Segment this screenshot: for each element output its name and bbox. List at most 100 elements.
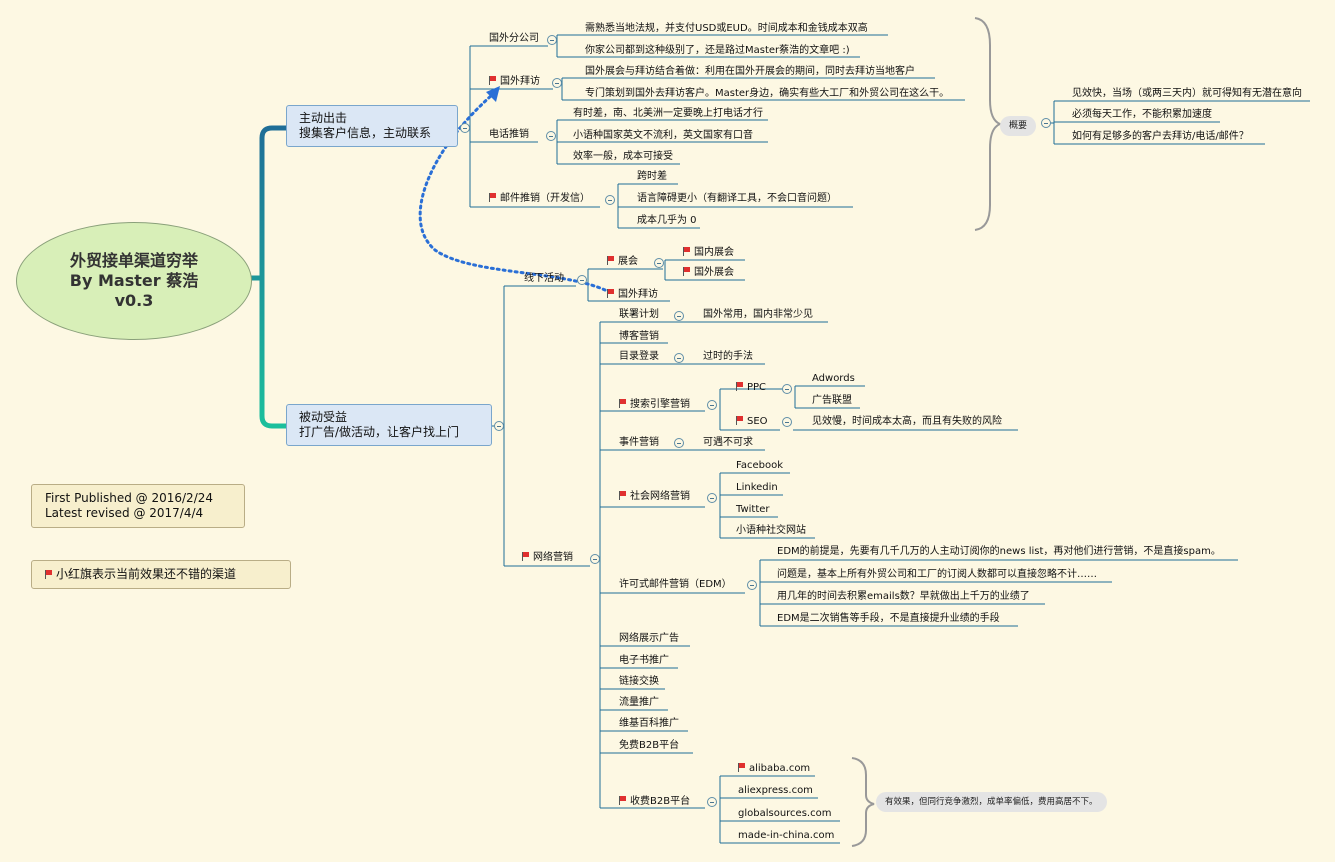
affiliate-note-line [690,321,828,451]
node-overseas-branch-note-2[interactable]: 你家公司都到这种级别了，还是路过Master蔡浩的文章吧 :) [585,45,850,56]
node-visit-note-2[interactable]: 专门策划到国外去拜访客户。Master身边，确实有些大工厂和外贸公司在这么干。 [585,88,950,99]
collapse-summary[interactable] [1041,118,1051,128]
red-flag-icon [683,247,690,256]
node-event[interactable]: 事件营销 [619,437,659,448]
node-mail-note-1[interactable]: 跨时差 [637,171,667,182]
node-sem[interactable]: 搜索引擎营销 [619,399,690,411]
node-affiliate[interactable]: 联署计划 [619,309,659,320]
node-directory[interactable]: 目录登录 [619,351,659,362]
node-ppc-label: PPC [747,382,767,393]
node-phone-note-2[interactable]: 小语种国家英文不流利，英文国家有口音 [573,130,753,141]
node-twitter[interactable]: Twitter [736,504,770,515]
node-mail[interactable]: 邮件推销（开发信） [489,193,590,205]
node-fair-international-label: 国外展会 [694,267,734,278]
node-edm-note-3[interactable]: 用几年的时间去积累emails数？早就做出上千万的业绩了 [777,591,1030,602]
node-fair[interactable]: 展会 [607,256,638,268]
node-free-b2b[interactable]: 免费B2B平台 [619,740,680,751]
collapse-overseas-branch[interactable] [547,35,557,45]
red-flag-icon [522,552,529,561]
collapse-active[interactable] [460,123,470,133]
node-ebook[interactable]: 电子书推广 [619,655,669,666]
collapse-directory[interactable] [674,353,684,363]
node-seo[interactable]: SEO [736,416,768,428]
node-visit-note-1[interactable]: 国外展会与拜访结合着做：利用在国外开展会的期间，同时去拜访当地客户 [585,66,915,77]
root-topic[interactable]: 外贸接单渠道穷举 By Master 蔡浩 v0.3 [16,222,252,340]
node-blog[interactable]: 博客营销 [619,331,659,342]
node-overseas-visit[interactable]: 国外拜访 [489,76,540,88]
summary-note-2[interactable]: 必须每天工作，不能积累加速度 [1072,109,1212,120]
node-globalsources[interactable]: globalsources.com [738,808,832,819]
summary-node[interactable]: 概要 [1000,116,1037,136]
node-seo-label: SEO [747,416,768,427]
social-lines [719,472,815,539]
node-edm-note-2[interactable]: 问题是，基本上所有外贸公司和工厂的订阅人数都可以直接忽略不计…… [777,569,1097,580]
collapse-phone[interactable] [546,131,556,141]
collapse-offline[interactable] [577,275,587,285]
node-fair-international[interactable]: 国外展会 [683,267,734,279]
collapse-online[interactable] [590,554,600,564]
node-ad-network[interactable]: 广告联盟 [812,395,852,406]
node-alibaba[interactable]: alibaba.com [738,763,810,775]
node-edm-note-1[interactable]: EDM的前提是，先要有几千几万的人主动订阅你的news list，再对他们进行营… [777,546,1221,557]
node-overseas-branch[interactable]: 国外分公司 [489,33,539,44]
node-social[interactable]: 社会网络营销 [619,491,690,503]
node-made-in-china[interactable]: made-in-china.com [738,830,835,841]
node-directory-note[interactable]: 过时的手法 [703,351,753,362]
node-offline[interactable]: 线下活动 [524,273,564,284]
node-edm-note-4[interactable]: EDM是二次销售等手段，不是直接提升业绩的手段 [777,613,1000,624]
node-phone-note-1[interactable]: 有时差，南、北美洲一定要晚上打电话才行 [573,108,763,119]
summary-brace [974,17,1003,231]
collapse-seo[interactable] [782,417,792,427]
topic-passive-subtitle: 打广告/做活动，让客户找上门 [299,425,460,439]
b2b-summary-node[interactable]: 有效果，但同行竞争激烈，成单率偏低，费用高居不下。 [876,792,1107,812]
first-published: First Published @ 2016/2/24 [45,491,213,505]
node-fair-domestic[interactable]: 国内展会 [683,247,734,259]
b2b-brace [851,757,875,847]
collapse-fair[interactable] [654,258,664,268]
collapse-visit[interactable] [552,78,562,88]
node-edm[interactable]: 许可式邮件营销（EDM） [619,579,732,590]
online-leaf-lines [600,321,745,809]
node-facebook[interactable]: Facebook [736,460,783,471]
collapse-passive[interactable] [494,421,504,431]
collapse-event[interactable] [674,438,684,448]
node-minor-social[interactable]: 小语种社交网站 [736,525,806,536]
collapse-sem[interactable] [707,400,717,410]
node-event-note[interactable]: 可遇不可求 [703,437,753,448]
topic-active[interactable]: 主动出击 搜集客户信息，主动联系 [286,105,458,147]
node-offline-visit-label: 国外拜访 [618,289,658,300]
node-mail-note-3[interactable]: 成本几乎为 0 [637,215,697,226]
node-aliexpress[interactable]: aliexpress.com [738,785,813,796]
topic-passive[interactable]: 被动受益 打广告/做活动，让客户找上门 [286,404,492,446]
node-mail-note-2[interactable]: 语言障碍更小（有翻译工具，不会口音问题） [637,193,837,204]
collapse-mail[interactable] [605,195,615,205]
node-phone-note-3[interactable]: 效率一般，成本可接受 [573,151,673,162]
node-traffic[interactable]: 流量推广 [619,697,659,708]
node-ppc[interactable]: PPC [736,382,766,394]
node-affiliate-note[interactable]: 国外常用，国内非常少见 [703,309,813,320]
node-alibaba-label: alibaba.com [749,763,811,774]
node-seo-note[interactable]: 见效慢，时间成本太高，而且有失败的风险 [812,416,1002,427]
node-linkedin[interactable]: Linkedin [736,482,778,493]
collapse-paid-b2b[interactable] [707,797,717,807]
node-link-exchange[interactable]: 链接交换 [619,676,659,687]
summary-note-1[interactable]: 见效快，当场（或两三天内）就可得知有无潜在意向 [1072,88,1302,99]
node-fair-label: 展会 [618,256,638,267]
node-offline-visit[interactable]: 国外拜访 [607,289,658,301]
node-adwords[interactable]: Adwords [812,373,855,384]
node-paid-b2b[interactable]: 收费B2B平台 [619,796,690,808]
summary-note-3[interactable]: 如何有足够多的客户去拜访/电话/邮件？ [1072,131,1249,142]
node-overseas-branch-note-1[interactable]: 需熟悉当地法规，并支付USD或EUD。时间成本和金钱成本双高 [585,23,868,34]
collapse-ppc[interactable] [782,384,792,394]
red-flag-icon [489,193,496,202]
red-flag-icon [619,491,626,500]
collapse-social[interactable] [707,493,717,503]
node-display-ads[interactable]: 网络展示广告 [619,633,679,644]
node-wiki[interactable]: 维基百科推广 [619,718,679,729]
node-online[interactable]: 网络营销 [522,552,573,564]
collapse-edm[interactable] [747,580,757,590]
legend-text: 小红旗表示当前效果还不错的渠道 [56,567,237,581]
node-phone[interactable]: 电话推销 [489,129,529,140]
collapse-affiliate[interactable] [674,311,684,321]
node-overseas-visit-label: 国外拜访 [500,76,540,87]
